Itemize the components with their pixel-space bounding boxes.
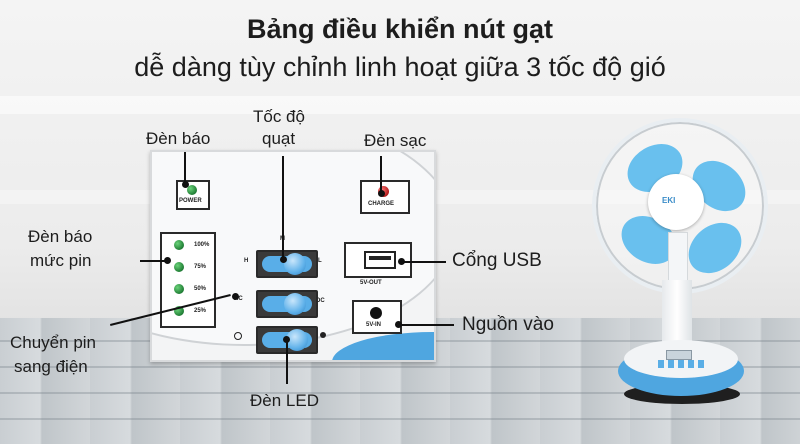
label-den-bao-muc-pin-line2: mức pin — [30, 251, 92, 270]
led-on-icon — [320, 332, 326, 338]
brand-badge: EKI — [662, 196, 676, 205]
usb-port-icon[interactable] — [364, 251, 396, 269]
ac-label: AC — [234, 296, 243, 302]
callout-dot — [232, 293, 239, 300]
subheadline: dễ dàng tùy chỉnh linh hoạt giữa 3 tốc đ… — [134, 52, 666, 82]
battery-level-label: 25% — [194, 308, 207, 314]
label-cong-usb: Cổng USB — [452, 250, 542, 271]
label-nguon-vao: Nguồn vào — [462, 314, 554, 335]
battery-level-label: 100% — [194, 242, 210, 248]
headline: Bảng điều khiển nút gạt — [246, 14, 553, 44]
callout-line-toc-do — [282, 156, 284, 260]
callout-dot — [182, 181, 189, 188]
power-indicator-box: POWER — [176, 180, 210, 210]
battery-led-50-icon — [174, 284, 184, 294]
fan-neck — [668, 232, 688, 286]
dc-in-jack-icon[interactable] — [370, 307, 382, 319]
battery-level-label: 50% — [194, 286, 207, 292]
label-chuyen-pin-line2: sang điện — [14, 357, 88, 376]
callout-line-den-led — [286, 340, 288, 384]
label-den-led: Đèn LED — [250, 391, 319, 410]
power-label: POWER — [179, 198, 202, 204]
charge-indicator-box: CHARGE — [360, 180, 410, 214]
dc-in-box: 5V-IN — [352, 300, 402, 334]
dc-label: DC — [316, 298, 325, 304]
fan-base-top — [624, 340, 738, 378]
speed-l-label: L — [318, 258, 322, 264]
switch-knob[interactable] — [284, 293, 306, 315]
led-off-icon — [234, 332, 242, 340]
callout-line-pin — [140, 260, 168, 262]
battery-led-25-icon — [174, 306, 184, 316]
callout-line-den-sac — [380, 156, 382, 194]
speed-h-label: H — [244, 258, 249, 264]
dc-in-label: 5V-IN — [366, 322, 382, 328]
switch-knob[interactable] — [284, 253, 306, 275]
label-chuyen-pin-line1: Chuyển pin — [10, 333, 97, 352]
panel-blue-accent — [332, 332, 434, 360]
callout-dot — [398, 258, 405, 265]
fan-speed-switch[interactable] — [256, 250, 318, 278]
label-den-bao: Đèn báo — [146, 129, 211, 148]
label-den-sac: Đèn sạc — [364, 131, 427, 150]
switch-knob[interactable] — [286, 329, 308, 351]
control-panel: POWER CHARGE 100% 75% 50% 25% M H L AC D… — [150, 150, 436, 362]
power-led-icon — [187, 185, 197, 195]
fan-display — [666, 350, 692, 360]
battery-level-box: 100% 75% 50% 25% — [160, 232, 216, 328]
callout-dot — [395, 321, 402, 328]
callout-line-nguon-vao — [398, 324, 454, 326]
label-toc-do-line2: quạt — [262, 129, 296, 148]
label-toc-do-line1: Tốc độ — [253, 107, 305, 126]
background-shelf — [0, 96, 800, 114]
usb-label: 5V-OUT — [360, 280, 382, 286]
callout-dot — [283, 336, 290, 343]
battery-led-75-icon — [174, 262, 184, 272]
battery-led-100-icon — [174, 240, 184, 250]
callout-dot — [164, 257, 171, 264]
callout-dot — [378, 190, 385, 197]
charge-label: CHARGE — [368, 201, 395, 207]
callout-line-usb — [402, 261, 446, 263]
battery-level-label: 75% — [194, 264, 207, 270]
fan-buttons — [658, 360, 704, 368]
callout-dot — [280, 256, 287, 263]
label-den-bao-muc-pin-line1: Đèn báo — [28, 227, 93, 246]
fan-hub: EKI — [648, 174, 704, 230]
callout-line-den-bao — [184, 152, 186, 186]
ac-dc-switch[interactable] — [256, 290, 318, 318]
